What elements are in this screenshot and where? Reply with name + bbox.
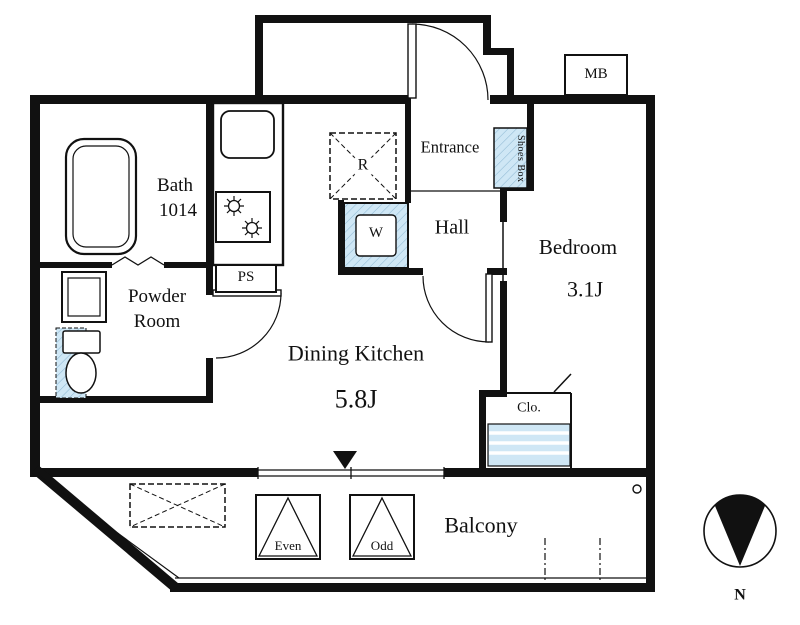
balcony-drain-icon [632, 484, 642, 494]
kitchen-sink [220, 110, 275, 159]
shoes-box-label: Shoes Box [515, 134, 526, 183]
thin-lines [40, 190, 646, 579]
ps-box [215, 264, 277, 293]
powder-room-label-1: Powder [127, 286, 187, 308]
powder-room-door [212, 289, 282, 359]
shoes-box [493, 127, 528, 189]
balcony-partition-marks [544, 538, 601, 583]
meter-box [564, 54, 628, 96]
burner-icon [224, 196, 244, 216]
entry-marker-icon [333, 451, 357, 469]
closet-box [487, 423, 571, 467]
bath-label: Bath [157, 175, 193, 197]
bath-folding-door [111, 256, 165, 266]
dining-kitchen-door [422, 273, 493, 343]
entrance-door [407, 23, 489, 101]
washer-box [343, 202, 409, 269]
dk-window [257, 467, 445, 479]
diagonal-wall [31, 465, 180, 592]
sash-even-label: Even [271, 539, 305, 553]
walls [30, 15, 655, 592]
bedroom-size-label: 3.1J [566, 276, 604, 302]
vanity-sink [61, 271, 107, 323]
toilet [62, 330, 101, 394]
burner-icon [242, 218, 262, 238]
stove [215, 191, 271, 243]
meter-box-label: MB [584, 66, 608, 83]
entrance-label: Entrance [420, 137, 480, 157]
powder-room-label-2: Room [133, 311, 181, 333]
hall-label: Hall [434, 216, 470, 239]
sash-odd-label: Odd [367, 539, 397, 553]
bath-size-label: 1014 [159, 200, 197, 222]
balcony-label: Balcony [444, 512, 518, 538]
kitchen-counter [211, 101, 285, 267]
bedroom-label: Bedroom [538, 234, 618, 259]
balcony-stock-box [129, 483, 226, 528]
refrigerator-label: R [354, 157, 372, 175]
closet-label: Clo. [517, 400, 541, 416]
compass [703, 494, 777, 568]
dining-kitchen-label: Dining Kitchen [287, 340, 425, 366]
bathtub [64, 137, 138, 256]
north-arrow-icon [714, 495, 766, 566]
washer-label: W [368, 225, 384, 242]
north-label: N [734, 586, 746, 604]
dining-kitchen-size-label: 5.8J [334, 384, 378, 414]
pipe-space-label: PS [237, 269, 255, 286]
